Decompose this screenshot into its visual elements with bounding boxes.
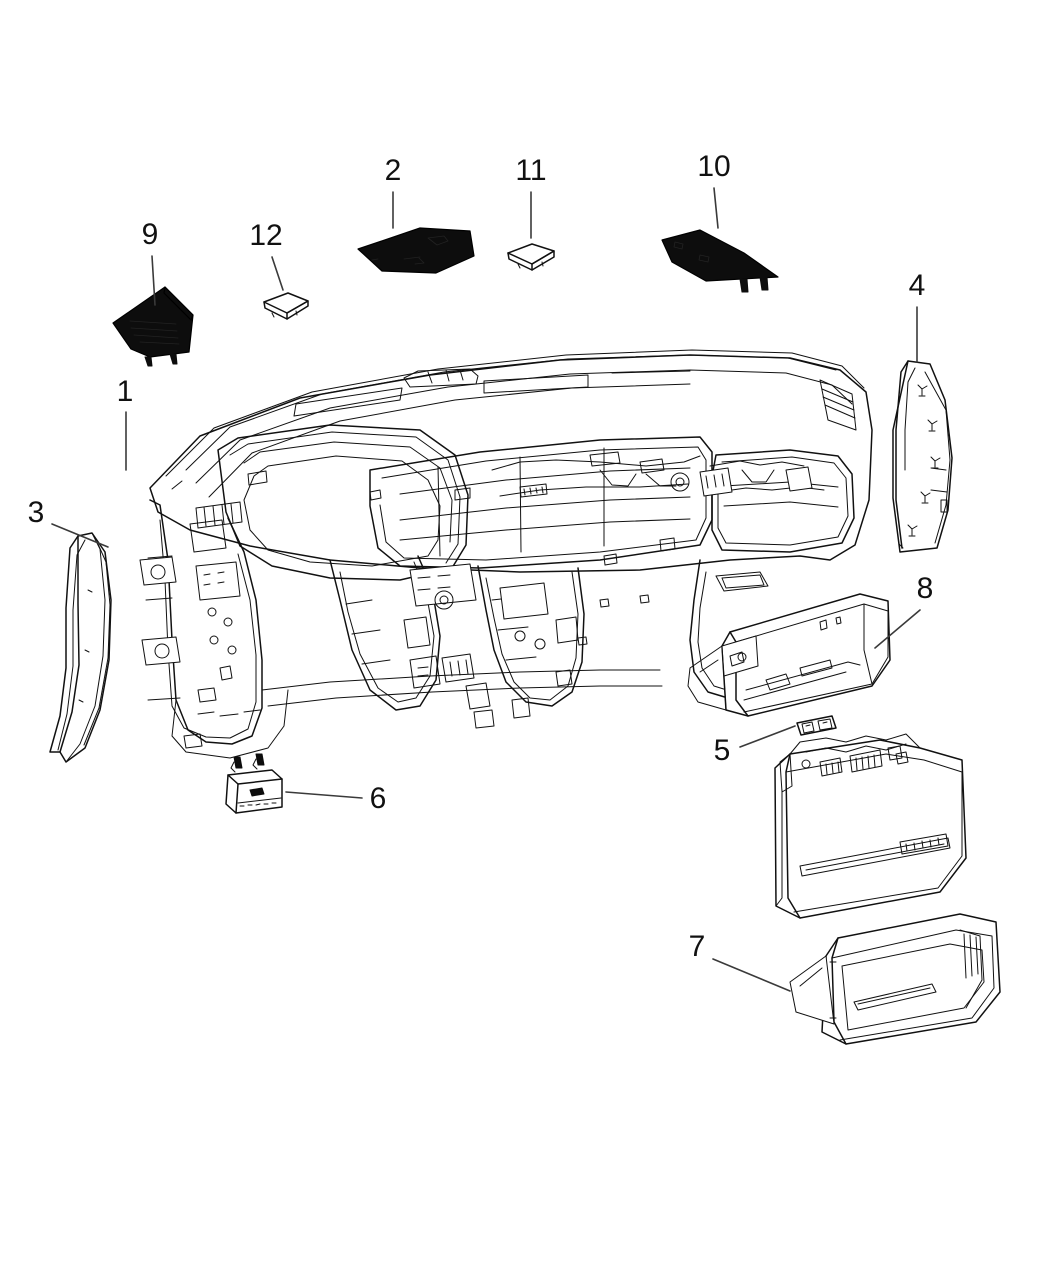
callout-number-7: 7	[689, 930, 706, 963]
part-left-speaker-grille	[112, 286, 194, 367]
callout-number-1: 1	[117, 375, 134, 408]
callout-leader-lines	[51, 187, 921, 992]
part-small-access-cover-left	[263, 292, 309, 320]
callout-number-12: 12	[249, 219, 282, 252]
part-instrument-panel-base-assembly	[139, 349, 873, 759]
part-right-upper-trim-panel	[661, 229, 779, 293]
part-left-side-trim-molding	[49, 532, 112, 763]
part-fuse-access-cover-bracket	[225, 753, 283, 814]
part-small-access-cover-right	[507, 243, 555, 271]
leader-10	[713, 187, 719, 229]
callout-number-9: 9	[142, 218, 159, 251]
part-glove-box-latch-striker	[796, 715, 837, 736]
leader-5	[739, 725, 796, 748]
leader-12	[271, 256, 284, 291]
part-upper-center-trim-panel	[357, 227, 475, 274]
callout-number-6: 6	[370, 782, 387, 815]
leader-3	[51, 523, 109, 548]
callout-number-3: 3	[28, 496, 45, 529]
leader-7	[712, 958, 791, 992]
part-glove-box-housing	[687, 593, 891, 717]
callout-number-8: 8	[917, 572, 934, 605]
callout-number-4: 4	[909, 269, 926, 302]
callout-number-10: 10	[697, 150, 730, 183]
leader-6	[285, 791, 363, 799]
part-right-end-cap-panel	[892, 360, 953, 553]
callout-numbers: 1 2 3 4 5 6 7 8 9 10 11 12	[28, 150, 934, 963]
callout-number-11: 11	[515, 154, 546, 187]
leader-9	[151, 255, 156, 306]
leader-8	[874, 609, 921, 649]
part-glove-box-door	[774, 733, 967, 919]
callout-number-5: 5	[714, 734, 731, 767]
part-lower-storage-tray-bin	[789, 913, 1001, 1045]
callout-number-2: 2	[385, 154, 402, 187]
